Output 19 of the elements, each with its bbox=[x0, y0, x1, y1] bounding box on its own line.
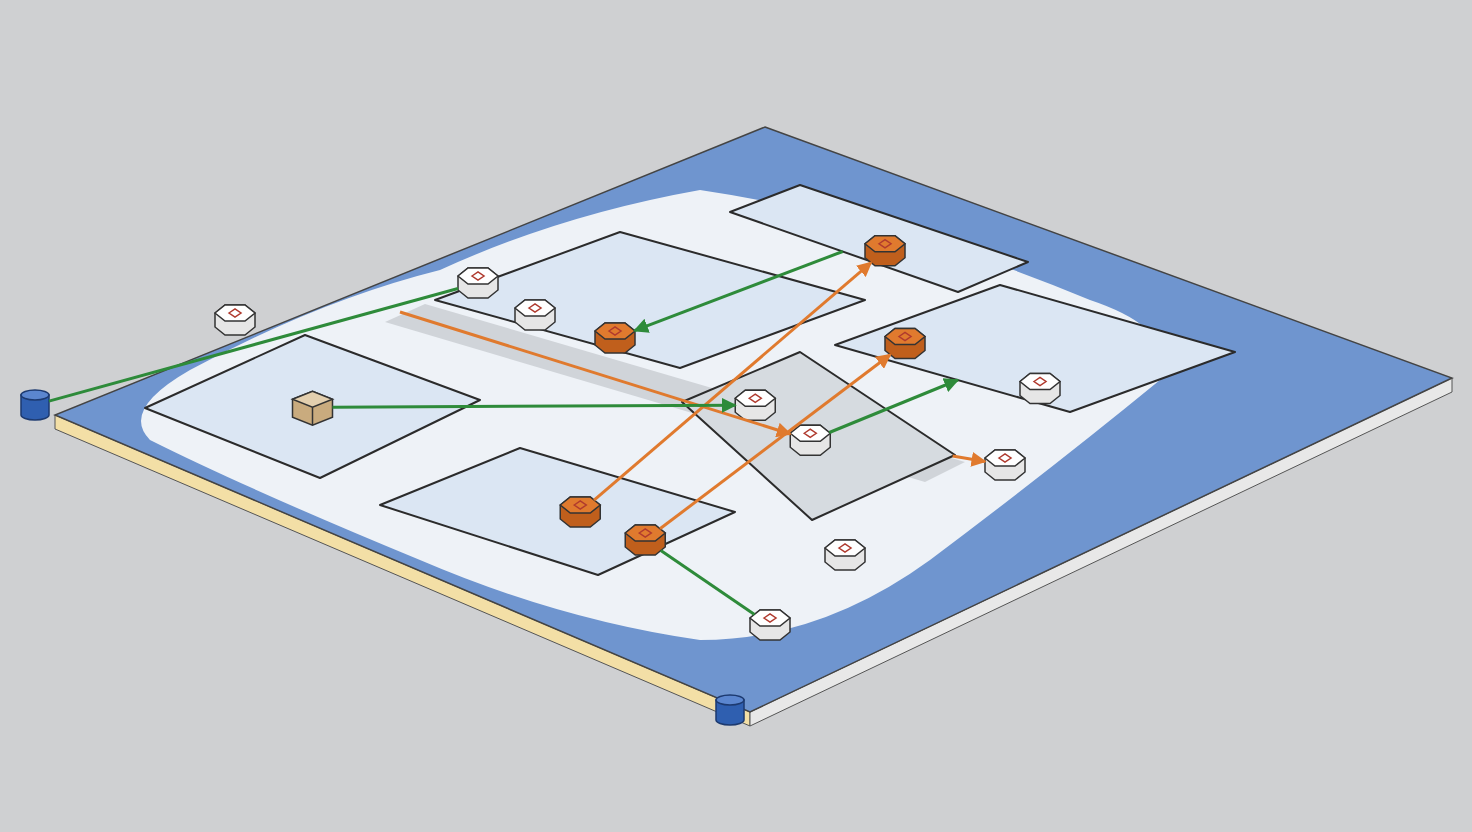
arrow bbox=[659, 353, 892, 530]
tank-icon bbox=[715, 694, 745, 726]
arrow bbox=[332, 397, 737, 413]
zone-panel bbox=[379, 447, 736, 576]
zone-panel bbox=[834, 284, 1236, 413]
connector-line bbox=[659, 549, 756, 616]
arrow bbox=[633, 250, 844, 333]
arrow bbox=[952, 451, 987, 467]
arrow bbox=[399, 310, 792, 438]
zone-panel bbox=[681, 351, 956, 521]
zone-panel bbox=[729, 184, 1029, 293]
zone-panel bbox=[434, 231, 866, 369]
zone-panel bbox=[144, 334, 481, 479]
arrow bbox=[593, 261, 873, 502]
tank-icon bbox=[20, 389, 50, 421]
server-stack-icon bbox=[213, 304, 257, 336]
arrow bbox=[828, 378, 960, 434]
connector-line bbox=[48, 287, 459, 403]
crate-icon bbox=[290, 390, 335, 427]
